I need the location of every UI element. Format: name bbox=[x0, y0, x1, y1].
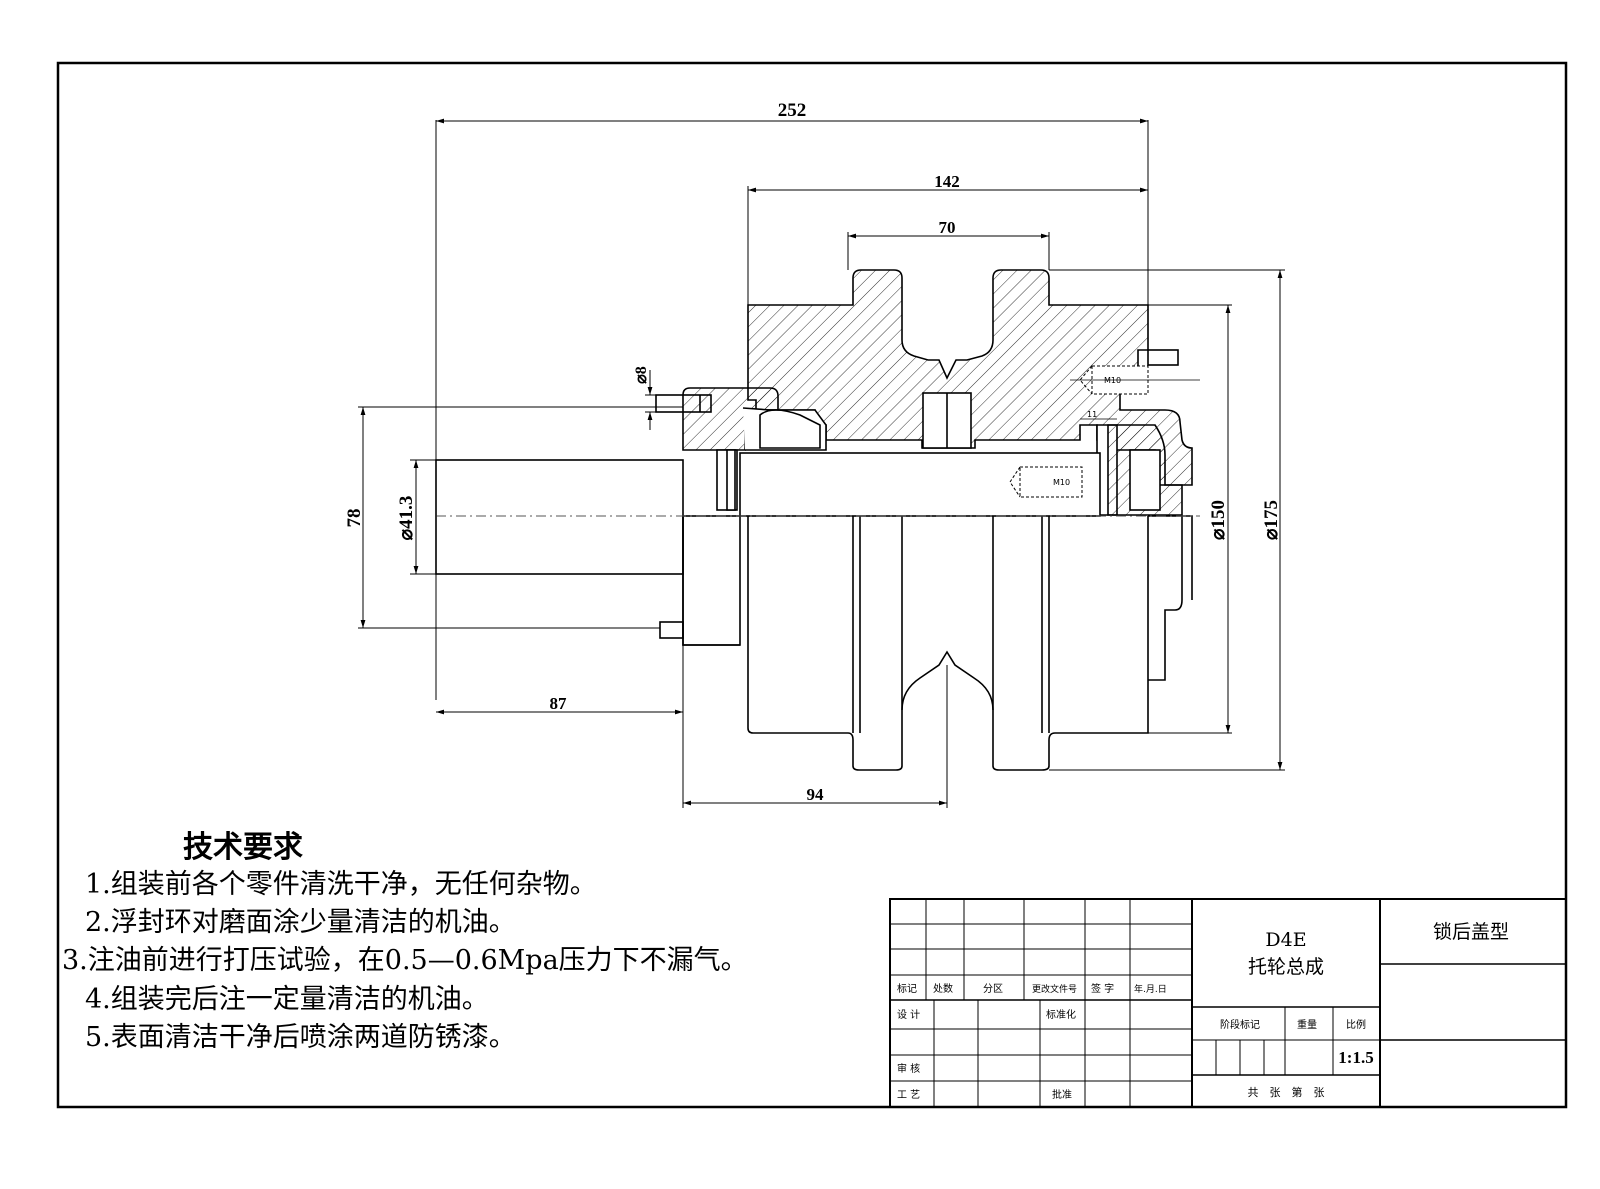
stage-mark-label: 阶段标记 bbox=[1220, 1018, 1260, 1031]
tech-requirements-title: 技术要求 bbox=[183, 830, 303, 865]
dimension-lines bbox=[358, 118, 1285, 808]
tech-req-item-4: 4.组装完后注一定量清洁的机油。 bbox=[85, 984, 489, 1015]
weight-label: 重量 bbox=[1297, 1018, 1317, 1031]
scale-value: 1:1.5 bbox=[1338, 1048, 1373, 1067]
scale-label: 比例 bbox=[1346, 1018, 1366, 1031]
design-label: 设 计 bbox=[897, 1008, 920, 1021]
dim-87: 87 bbox=[550, 694, 568, 713]
rev-header-sign: 签 字 bbox=[1091, 982, 1114, 995]
dim-142: 142 bbox=[934, 172, 960, 191]
sheet-count: 共 张 第 张 bbox=[1248, 1085, 1325, 1099]
approve-label: 批准 bbox=[1052, 1088, 1072, 1101]
review-label: 审 核 bbox=[897, 1062, 920, 1075]
rev-header-date: 年.月.日 bbox=[1134, 983, 1167, 995]
dim-phi8: ⌀8 bbox=[633, 366, 650, 384]
rev-header-mark: 标记 bbox=[897, 983, 917, 995]
dim-phi175: ⌀175 bbox=[1261, 500, 1282, 540]
tech-req-item-2: 2.浮封环对磨面涂少量清洁的机油。 bbox=[85, 907, 516, 938]
lock-pin bbox=[655, 394, 712, 413]
dim-phi150: ⌀150 bbox=[1208, 500, 1229, 540]
dim-78: 78 bbox=[344, 509, 365, 528]
standardization-label: 标准化 bbox=[1046, 1008, 1076, 1021]
dim-11: 11 bbox=[1087, 410, 1097, 419]
tech-req-item-3: 3.注油前进行打压试验，在0.5—0.6Mpa压力下不漏气。 bbox=[62, 945, 748, 976]
tech-req-item-5: 5.表面清洁干净后喷涂两道防锈漆。 bbox=[85, 1022, 516, 1053]
drawing-frame bbox=[56, 61, 1568, 1109]
left-shaft bbox=[435, 459, 684, 575]
part-code: D4E bbox=[1265, 929, 1306, 951]
rev-header-doc: 更改文件号 bbox=[1032, 983, 1077, 995]
dim-94: 94 bbox=[807, 785, 825, 804]
tech-req-item-1: 1.组装前各个零件清洗干净，无任何杂物。 bbox=[85, 869, 597, 900]
thread-label-shaft: M10 bbox=[1053, 478, 1070, 487]
part-name: 托轮总成 bbox=[1248, 956, 1324, 978]
roller-section-view bbox=[655, 269, 1200, 517]
process-label: 工 艺 bbox=[897, 1089, 920, 1101]
roller-body-section bbox=[747, 269, 1193, 486]
thread-label-top: M10 bbox=[1104, 376, 1121, 385]
rev-header-zone: 分区 bbox=[983, 983, 1003, 995]
title-block bbox=[889, 898, 1567, 1108]
material-label: 锁后盖型 bbox=[1433, 921, 1509, 943]
dim-252: 252 bbox=[778, 100, 807, 121]
roller-body-outline bbox=[747, 516, 1149, 771]
rev-header-count: 处数 bbox=[933, 982, 953, 995]
dim-phi41: ⌀41.3 bbox=[396, 496, 417, 541]
dim-70: 70 bbox=[939, 218, 956, 237]
tech-requirements: 技术要求 1.组装前各个零件清洗干净，无任何杂物。 2.浮封环对磨面涂少量清洁的… bbox=[62, 830, 748, 1053]
